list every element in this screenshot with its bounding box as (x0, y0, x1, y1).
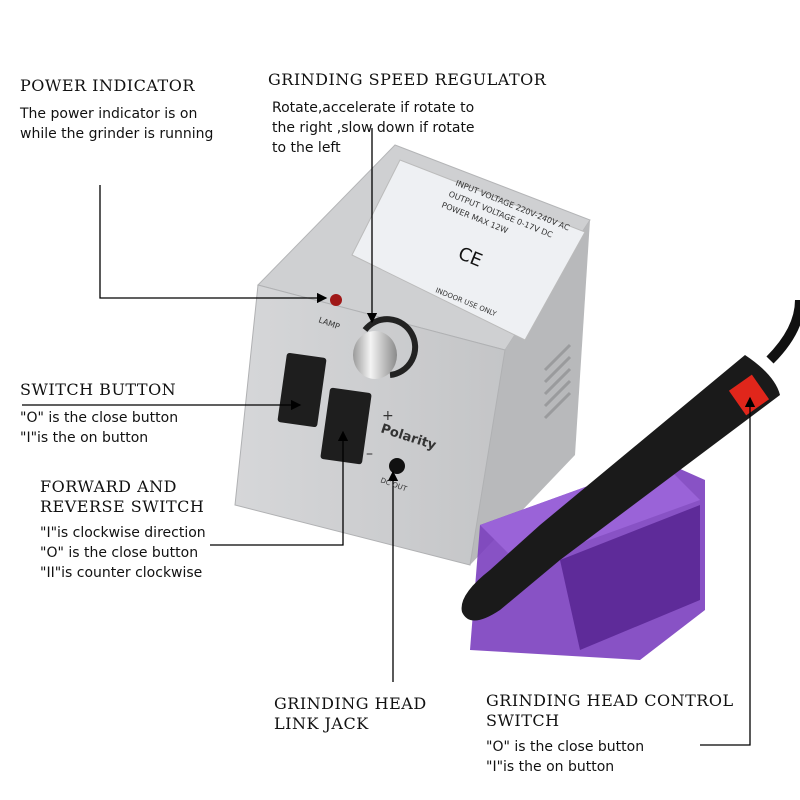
link-jack-title-2: LINK JACK (274, 714, 369, 733)
handpiece-switch (728, 374, 770, 416)
polarity-minus: – (366, 446, 373, 462)
forward-reverse-desc-2: "O" is the close button (40, 545, 199, 561)
control-switch-desc-1: "O" is the close button (486, 739, 645, 755)
speed-regulator-title: GRINDING SPEED REGULATOR (268, 70, 547, 89)
speed-regulator-knob (353, 331, 397, 379)
control-switch-desc-2: "I"is the on button (486, 759, 615, 775)
control-switch-title-2: SWITCH (486, 711, 560, 730)
forward-reverse-desc-3: "II"is counter clockwise (40, 565, 203, 581)
polarity-plus: + (382, 408, 394, 424)
speed-regulator-desc-1: Rotate,accelerate if rotate to (272, 100, 475, 116)
direction-switch (320, 387, 372, 465)
speed-regulator-desc-2: the right ,slow down if rotate (272, 120, 475, 136)
speed-regulator-desc-3: to the left (272, 140, 341, 156)
spec-label-panel (351, 159, 586, 341)
power-indicator-desc-2: while the grinder is running (20, 126, 214, 142)
link-jack-title-1: GRINDING HEAD (274, 694, 427, 713)
power-switch (277, 352, 327, 428)
power-lamp (330, 294, 342, 306)
switch-button-desc-2: "I"is the on button (20, 430, 149, 446)
leader-lines (22, 128, 756, 746)
forward-reverse-desc-1: "I"is clockwise direction (40, 525, 206, 541)
dc-out-jack (389, 458, 405, 474)
forward-reverse-title-2: REVERSE SWITCH (40, 497, 205, 516)
vent-grille (543, 343, 572, 420)
forward-reverse-title-1: FORWARD AND (40, 477, 177, 496)
control-switch-title-1: GRINDING HEAD CONTROL (486, 691, 734, 710)
power-indicator-desc-1: The power indicator is on (20, 106, 198, 122)
power-indicator-title: POWER INDICATOR (20, 76, 195, 95)
grinder-control-box (234, 144, 591, 566)
switch-button-title: SWITCH BUTTON (20, 380, 177, 399)
switch-button-desc-1: "O" is the close button (20, 410, 179, 426)
